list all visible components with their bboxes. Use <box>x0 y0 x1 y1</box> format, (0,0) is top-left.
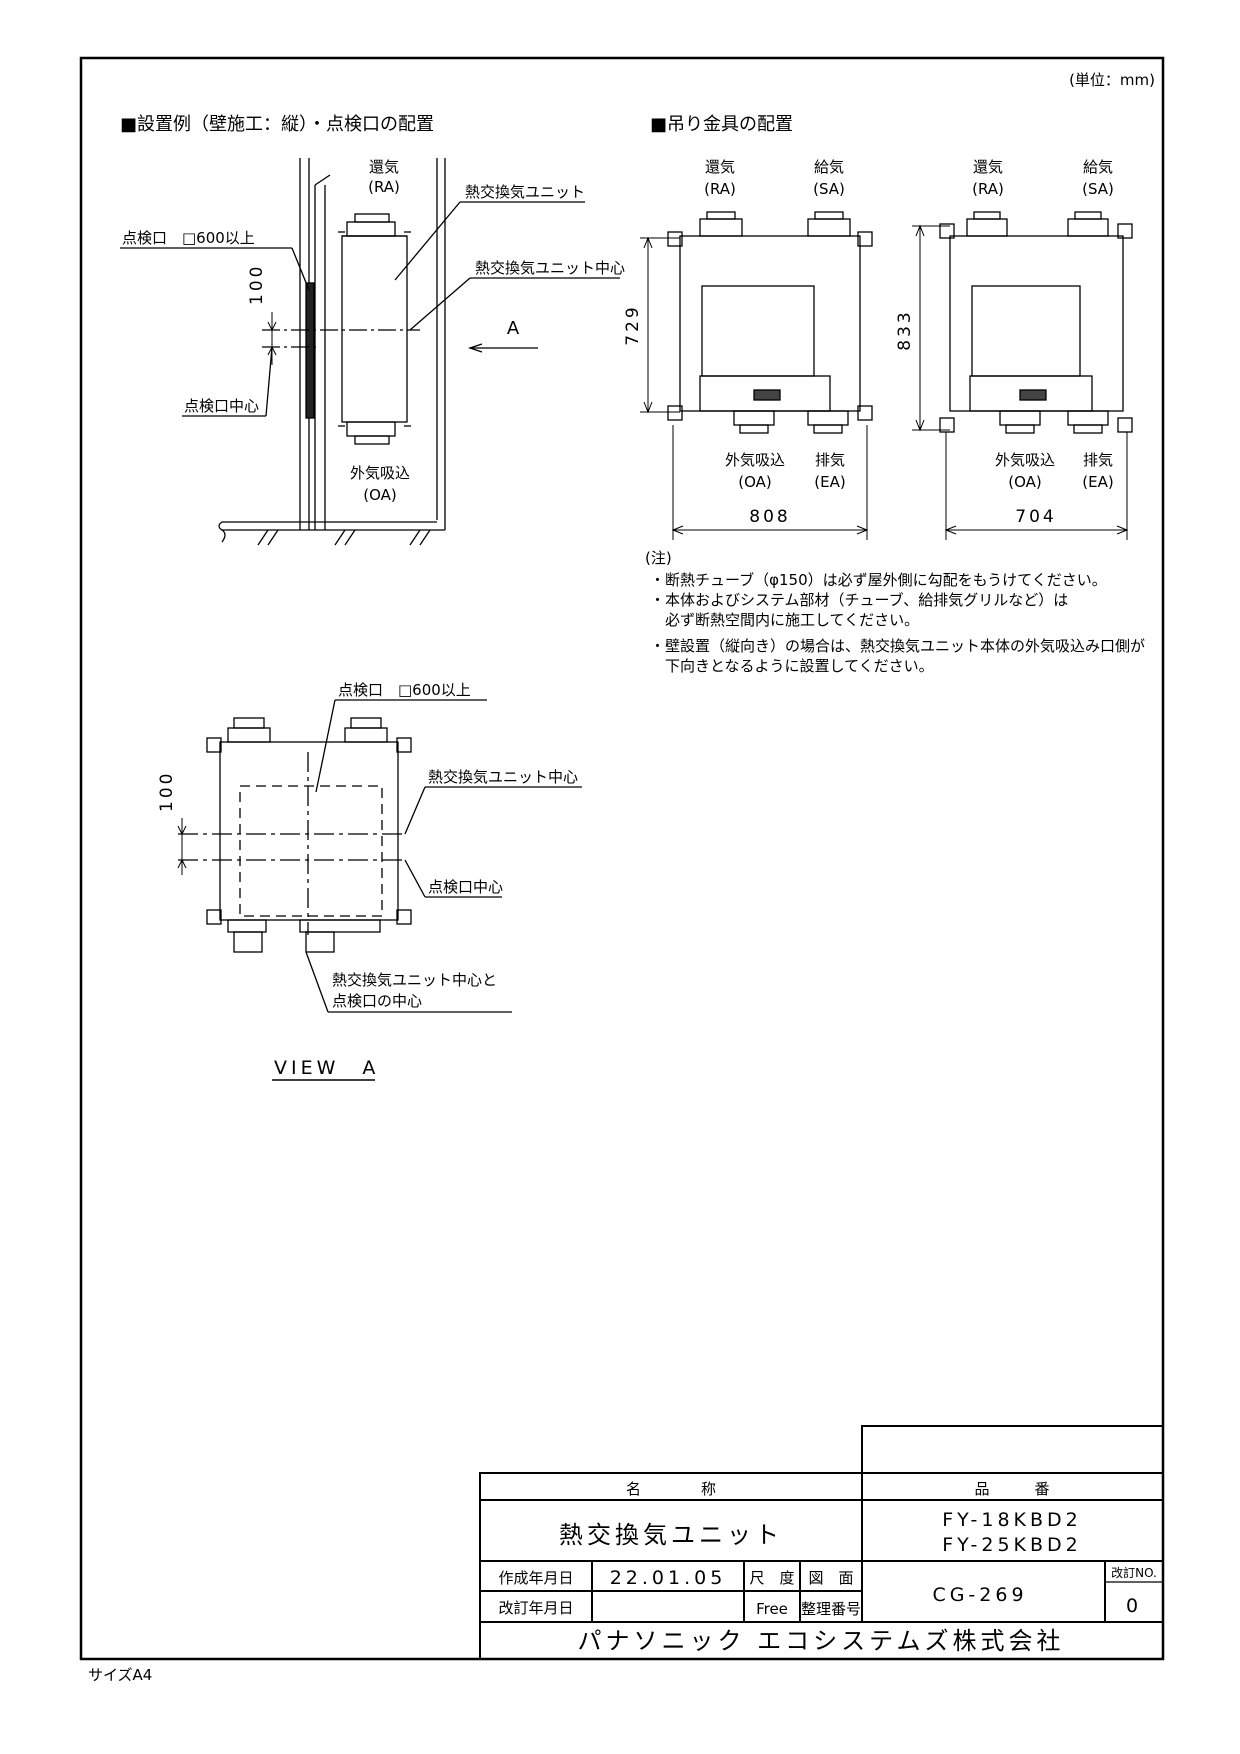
oa-code: (OA) <box>363 486 397 504</box>
drawing-label: 図 面 <box>808 1569 853 1587</box>
note-line-2: ・本体およびシステム部材（チューブ、給排気グリルなど）は <box>650 591 1068 609</box>
view-a-dim-100: 100 <box>157 771 177 812</box>
note-line-1: ・断熱チューブ（φ150）は必ず屋外側に勾配をもうけてください。 <box>650 571 1107 589</box>
hv1-oa: 外気吸込 <box>725 451 785 469</box>
dim-100-side: 100 <box>247 264 267 305</box>
hv1-sa: 給気 <box>814 158 844 176</box>
revision-label: 改訂NO. <box>1111 1565 1157 1580</box>
note-line-4: ・壁設置（縦向き）の場合は、熱交換気ユニット本体の外気吸込み口側が <box>650 637 1145 655</box>
view-a-combined-line1: 熱交換気ユニット中心と <box>332 971 497 989</box>
notes-head: (注) <box>645 549 672 567</box>
number-header: 品 番 <box>974 1480 1049 1498</box>
arrow-a-label: A <box>507 318 520 339</box>
model-2: FY-25KBD2 <box>942 1534 1082 1556</box>
hv1-oa-code: (OA) <box>738 473 772 491</box>
hv2-width-dim: 704 <box>1015 507 1056 527</box>
scale-value: Free <box>756 1600 788 1618</box>
unit-note: (単位：mm) <box>1069 71 1155 89</box>
section-right-title: ■吊り金具の配置 <box>650 114 793 135</box>
drawing-number: CG-269 <box>932 1584 1027 1606</box>
hv2-ea-code: (EA) <box>1082 473 1113 491</box>
view-a-combined-line2: 点検口の中心 <box>332 992 422 1010</box>
view-a-unit-center-label: 熱交換気ユニット中心 <box>428 768 578 786</box>
ra-label: 還気 <box>369 158 399 176</box>
drawing-border <box>79 56 1165 1661</box>
view-a-inspection-label: 点検口 □600以上 <box>338 681 471 699</box>
view-a <box>177 699 582 1081</box>
revised-label: 改訂年月日 <box>498 1599 573 1617</box>
hv1-ra-code: (RA) <box>704 180 736 198</box>
hanger-view-2-labels: 還気 (RA) 給気 (SA) 外気吸込 (OA) 排気 (EA) 833 70… <box>895 158 1114 527</box>
hv1-height-dim: 729 <box>623 304 643 345</box>
title-block-text: 名 称 品 番 熱交換気ユニット FY-18KBD2 FY-25KBD2 作成年… <box>498 1480 1156 1655</box>
hv2-ea: 排気 <box>1083 451 1113 469</box>
notes: (注) ・断熱チューブ（φ150）は必ず屋外側に勾配をもうけてください。 ・本体… <box>645 549 1145 675</box>
view-a-title: VIEW A <box>274 1057 379 1079</box>
note-line-5: 下向きとなるように設置してください。 <box>650 657 934 675</box>
paper-size: サイズA4 <box>88 1666 152 1684</box>
hv2-ra: 還気 <box>973 158 1003 176</box>
hanger-view-1-labels: 還気 (RA) 給気 (SA) 外気吸込 (OA) 排気 (EA) 729 80… <box>623 158 846 527</box>
scale-label: 尺 度 <box>749 1569 794 1587</box>
company-name: パナソニック エコシステムズ株式会社 <box>578 1627 1065 1655</box>
hv1-ea-code: (EA) <box>814 473 845 491</box>
inspection-center-label: 点検口中心 <box>184 397 259 415</box>
hv1-ra: 還気 <box>705 158 735 176</box>
hv2-sa-code: (SA) <box>1082 180 1114 198</box>
hv2-oa-code: (OA) <box>1008 473 1042 491</box>
product-name: 熱交換気ユニット <box>559 1521 783 1549</box>
hanger-view-1 <box>640 211 873 540</box>
created-label: 作成年月日 <box>498 1569 573 1587</box>
section-left-title: ■設置例（壁施工：縦）・点検口の配置 <box>120 114 434 135</box>
hv2-oa: 外気吸込 <box>995 451 1055 469</box>
side-view <box>120 158 620 546</box>
hv1-width-dim: 808 <box>749 507 790 527</box>
drawing-label-2: 整理番号 <box>801 1600 861 1618</box>
hv2-ra-code: (RA) <box>972 180 1004 198</box>
model-1: FY-18KBD2 <box>942 1509 1082 1531</box>
view-a-inspection-center-label: 点検口中心 <box>428 878 503 896</box>
hanger-view-2 <box>912 211 1133 540</box>
unit-label: 熱交換気ユニット <box>465 183 585 201</box>
hv2-sa: 給気 <box>1083 158 1113 176</box>
unit-center-label: 熱交換気ユニット中心 <box>475 259 625 277</box>
side-view-labels: 還気 (RA) 熱交換気ユニット 熱交換気ユニット中心 点検口 □600以上 1… <box>122 158 625 504</box>
hv2-height-dim: 833 <box>895 309 915 350</box>
revision-number: 0 <box>1126 1595 1142 1617</box>
view-a-labels: 点検口 □600以上 熱交換気ユニット中心 点検口中心 熱交換気ユニット中心と … <box>157 681 578 1079</box>
name-header: 名 称 <box>626 1480 716 1498</box>
hv1-ea: 排気 <box>815 451 845 469</box>
created-date: 22.01.05 <box>610 1567 727 1589</box>
inspection-label: 点検口 □600以上 <box>122 229 255 247</box>
title-block <box>479 1425 1164 1660</box>
note-line-3: 必ず断熱空間内に施工してください。 <box>650 611 919 629</box>
oa-label: 外気吸込 <box>350 464 410 482</box>
ra-code: (RA) <box>368 178 400 196</box>
hv1-sa-code: (SA) <box>813 180 845 198</box>
